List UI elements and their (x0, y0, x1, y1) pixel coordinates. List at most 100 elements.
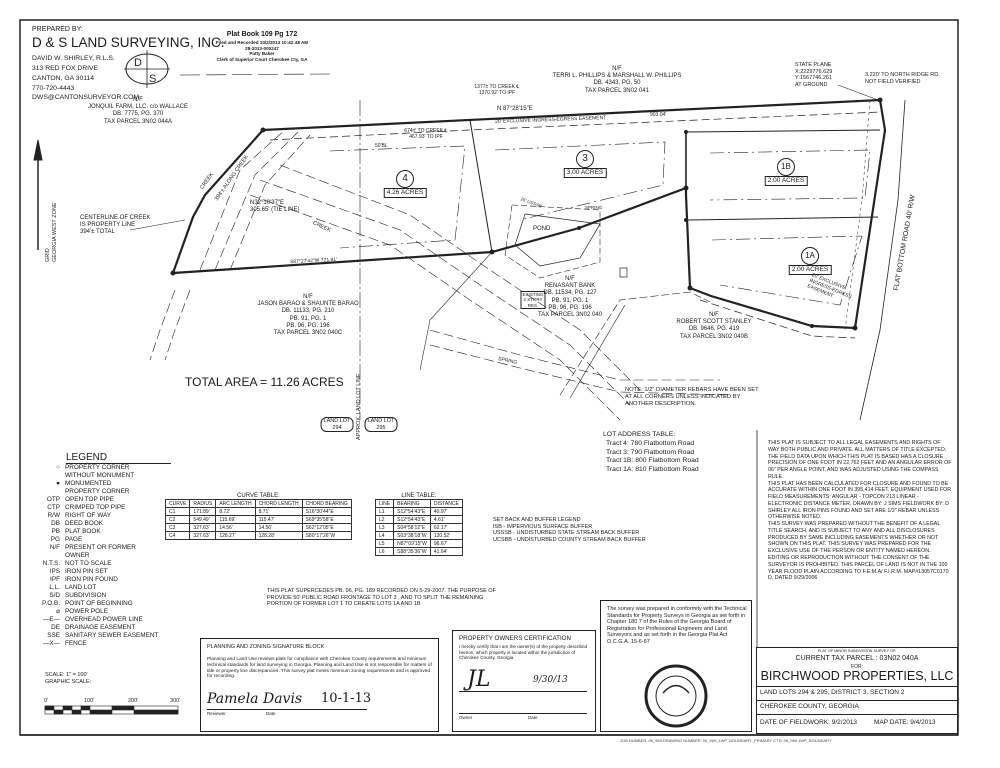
planning-title: PLANNING AND ZONING SIGNATURE BLOCK (207, 644, 325, 650)
table-header: DISTANCE (429, 499, 463, 508)
legend: LEGEND ○PROPERTY CORNER WITHOUT MONUMENT… (26, 452, 176, 648)
legend-symbol: ● (56, 480, 60, 487)
legend-symbol: PG (50, 536, 60, 543)
top-bearing: N 87°28'15"E (497, 106, 533, 112)
legend-item: PG PAGE (26, 536, 176, 544)
graphic-scale (44, 705, 179, 715)
reviewer-label: Reviewer (207, 711, 226, 716)
road-edge (859, 99, 906, 421)
planning-body: Planning and Land Use reviews plats for … (207, 657, 432, 680)
legend-symbol: R/W (47, 512, 60, 519)
to-creek-2: 674±' TO CREEK ℄ 467.93' TO IPF (404, 128, 448, 140)
title-subtitle: PLAT OF MINOR SUBDIVISION SURVEY OF: (817, 649, 897, 653)
table-cell: S62°12'05"E (301, 523, 352, 532)
legend-symbol: DE (51, 624, 60, 631)
setback-line-1b (709, 149, 871, 201)
legend-text: POINT OF BEGINNING (65, 600, 133, 607)
setback-line-4 (329, 145, 466, 249)
legend-text: FENCE (65, 640, 87, 647)
legend-symbol: —E— (42, 616, 60, 623)
title-tax-parcel: CURRENT TAX PARCEL : 03N02 040A (795, 655, 919, 662)
table-cell: 62.17' (429, 523, 463, 532)
owner-stanley: N/F ROBERT SCOTT STANLEY DB. 9646, PG. 4… (676, 312, 752, 340)
lot-line-1b-1a (687, 216, 879, 221)
legend-text: POWER POLE (65, 608, 108, 615)
table-header: RADIUS (189, 499, 217, 508)
owner-jonquil: N/F JONQUIL FARM, LLC. c/o WALLACE DB. 7… (88, 97, 188, 125)
svg-text:S: S (149, 73, 156, 85)
legend-title: LEGEND (66, 452, 171, 464)
property-boundary (171, 98, 887, 330)
lot-address-title: LOT ADDRESS TABLE: (603, 431, 676, 438)
table-cell: 327.63' (189, 523, 217, 532)
owners-cert-body: I hereby certify that I am the owner(s) … (459, 644, 588, 660)
table-cell: 14.56' (215, 523, 256, 532)
table-cell: 120.52' (429, 531, 463, 540)
scale-text: SCALE: 1" = 100' GRAPHIC SCALE: (45, 672, 92, 685)
legend-item: P.O.B. POINT OF BEGINNING (26, 600, 176, 608)
scale-tick: 200' (128, 698, 139, 704)
legend-symbol: CTP (47, 504, 60, 511)
ds-logo (124, 50, 170, 88)
legend-symbol: S/D (49, 592, 60, 599)
centerline-note: CENTERLINE OF CREEK IS PROPERTY LINE 394… (80, 215, 151, 236)
scale-tick: 0' (44, 698, 49, 704)
table-header: ARC LENGTH (215, 499, 256, 508)
setback-line-1a (711, 235, 863, 306)
setback-line-3 (494, 141, 666, 221)
title-land-lots: LAND LOTS 294 & 295, DISTRICT 3, SECTION… (760, 689, 905, 696)
lot-address-row: Tract 1A: 810 Flatbottom Road (606, 466, 699, 474)
table-cell: S16°30'44"E (301, 507, 352, 516)
title-block: PLAT OF MINOR SUBDIVISION SURVEY OF: CUR… (756, 647, 958, 734)
title-county: CHEROKEE COUNTY, GEORGIA (760, 703, 859, 710)
plat-book: Plat Book 109 Pg 172 (226, 31, 298, 38)
table-header: CHORD LENGTH (254, 499, 303, 508)
lot-1b-acres: 2.00 ACRES (764, 176, 808, 186)
table-cell: S80°17'26"W (301, 531, 352, 540)
lot-4-acres: 4.26 ACRES (383, 188, 427, 198)
table-cell: 327.63' (189, 531, 217, 540)
table-cell: C4 (164, 531, 191, 540)
legend-item: N.T.S.NOT TO SCALE (26, 560, 176, 568)
planning-signature-block: PLANNING AND ZONING SIGNATURE BLOCK Plan… (200, 638, 439, 732)
legend-text: MONUMENTED PROPERTY CORNER (65, 480, 130, 495)
scale-tick: 300' (170, 698, 181, 704)
owner-label: Owner (459, 715, 473, 720)
owner-signature: JL (467, 667, 491, 692)
grid-label: GRID GEORGIA WEST ZONE (45, 202, 58, 263)
legend-symbol: L.L. (49, 584, 60, 591)
legend-text: IRON PIN SET (65, 568, 108, 575)
lot-3-acres: 3.00 ACRES (563, 168, 607, 178)
pond-label: POND (533, 226, 551, 232)
legend-item: L.L.LAND LOT (26, 584, 176, 592)
table-cell: C1 (164, 507, 191, 516)
legend-item: —E—OVERHEAD POWER LINE (26, 616, 176, 624)
legend-symbol: DB (51, 520, 60, 527)
legend-symbol: P.O.B. (42, 600, 60, 607)
approx-land-lot-line: APPROX. LAND LOT LINE (356, 373, 362, 440)
state-plane-label: STATE PLANE X:2229776.629 Y:1567746.261 … (795, 62, 833, 88)
legend-text: PAGE (65, 536, 83, 543)
legend-symbol: OTP (46, 496, 60, 503)
corner-markers (170, 97, 883, 331)
table-header: BEARING (393, 499, 431, 508)
surveyor-info: DAVID W. SHIRLEY, R.L.S. 313 RED FOX DRI… (32, 55, 140, 102)
surveyor-cert-body: The survey was prepared in conformity wi… (607, 606, 747, 645)
spring-label: SPRING (585, 205, 603, 210)
north-ridge-label: 3.220' TO NORTH RIDGE RD. NOT FIELD VERI… (865, 72, 940, 85)
owner-renasant: N/F RENASANT BANK DB. 11534, PG. 127 PB.… (538, 276, 602, 318)
table-cell: S04°58'12"E (393, 523, 431, 532)
table-cell: L3 (374, 523, 395, 532)
land-lot-295: LAND LOT 295 (364, 417, 398, 433)
table-cell: 128.28' (254, 531, 303, 540)
table-cell: 115.69' (215, 515, 256, 524)
